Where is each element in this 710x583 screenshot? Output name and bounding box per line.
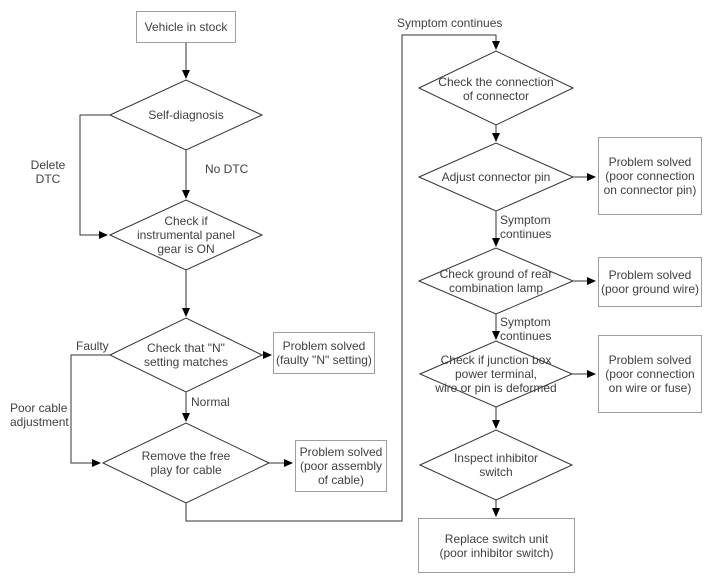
vehicle-in-stock-box: Vehicle in stock [136, 11, 236, 43]
problem-ground-wire-box: Problem solved (poor ground wire) [598, 257, 702, 307]
inspect-inhibitor-diamond [418, 429, 574, 501]
check-n-setting-label: Check that "N" setting matches [143, 341, 229, 369]
remove-free-play-label: Remove the free play for cable [141, 449, 231, 477]
check-connection-label: Check the connection of connector [438, 75, 554, 103]
self-diagnosis-label: Self-diagnosis [148, 108, 224, 122]
problem-wire-fuse-box: Problem solved (poor connection on wire … [598, 335, 702, 413]
self-diagnosis-diamond [108, 79, 264, 151]
symptom-continues-label-1: Symptom continues [500, 213, 552, 241]
poor-cable-adjustment-label: Poor cable adjustment [10, 401, 69, 429]
delete-dtc-label: Delete DTC [30, 158, 66, 186]
edge-delete-dtc-loop [79, 114, 110, 239]
problem-faulty-n-box: Problem solved (faulty "N" setting) [273, 332, 375, 374]
check-connection-diamond [417, 50, 575, 126]
normal-label: Normal [191, 395, 230, 409]
inspect-inhibitor-label: Inspect inhibitor switch [453, 451, 539, 479]
faulty-label: Faulty [76, 339, 109, 353]
check-junction-box-label: Check if junction box power terminal, wi… [435, 353, 557, 395]
edge-poor-cable-loop [70, 354, 110, 467]
check-ground-label: Check ground of rear combination lamp [439, 267, 553, 295]
check-panel-gear-diamond [108, 199, 264, 271]
check-panel-gear-label: Check if instrumental panel gear is ON [136, 214, 236, 256]
replace-switch-unit-box: Replace switch unit (poor inhibitor swit… [418, 518, 575, 573]
edge-symptom-continues-main [185, 34, 500, 522]
symptom-continues-label-2: Symptom continues [500, 315, 552, 343]
problem-connector-pin-box: Problem solved (poor connection on conne… [598, 137, 702, 215]
symptom-continues-top-label: Symptom continues [397, 16, 503, 30]
no-dtc-label: No DTC [205, 162, 249, 176]
problem-poor-assembly-box: Problem solved (poor assembly of cable) [295, 440, 387, 492]
adjust-connector-pin-label: Adjust connector pin [441, 170, 551, 184]
